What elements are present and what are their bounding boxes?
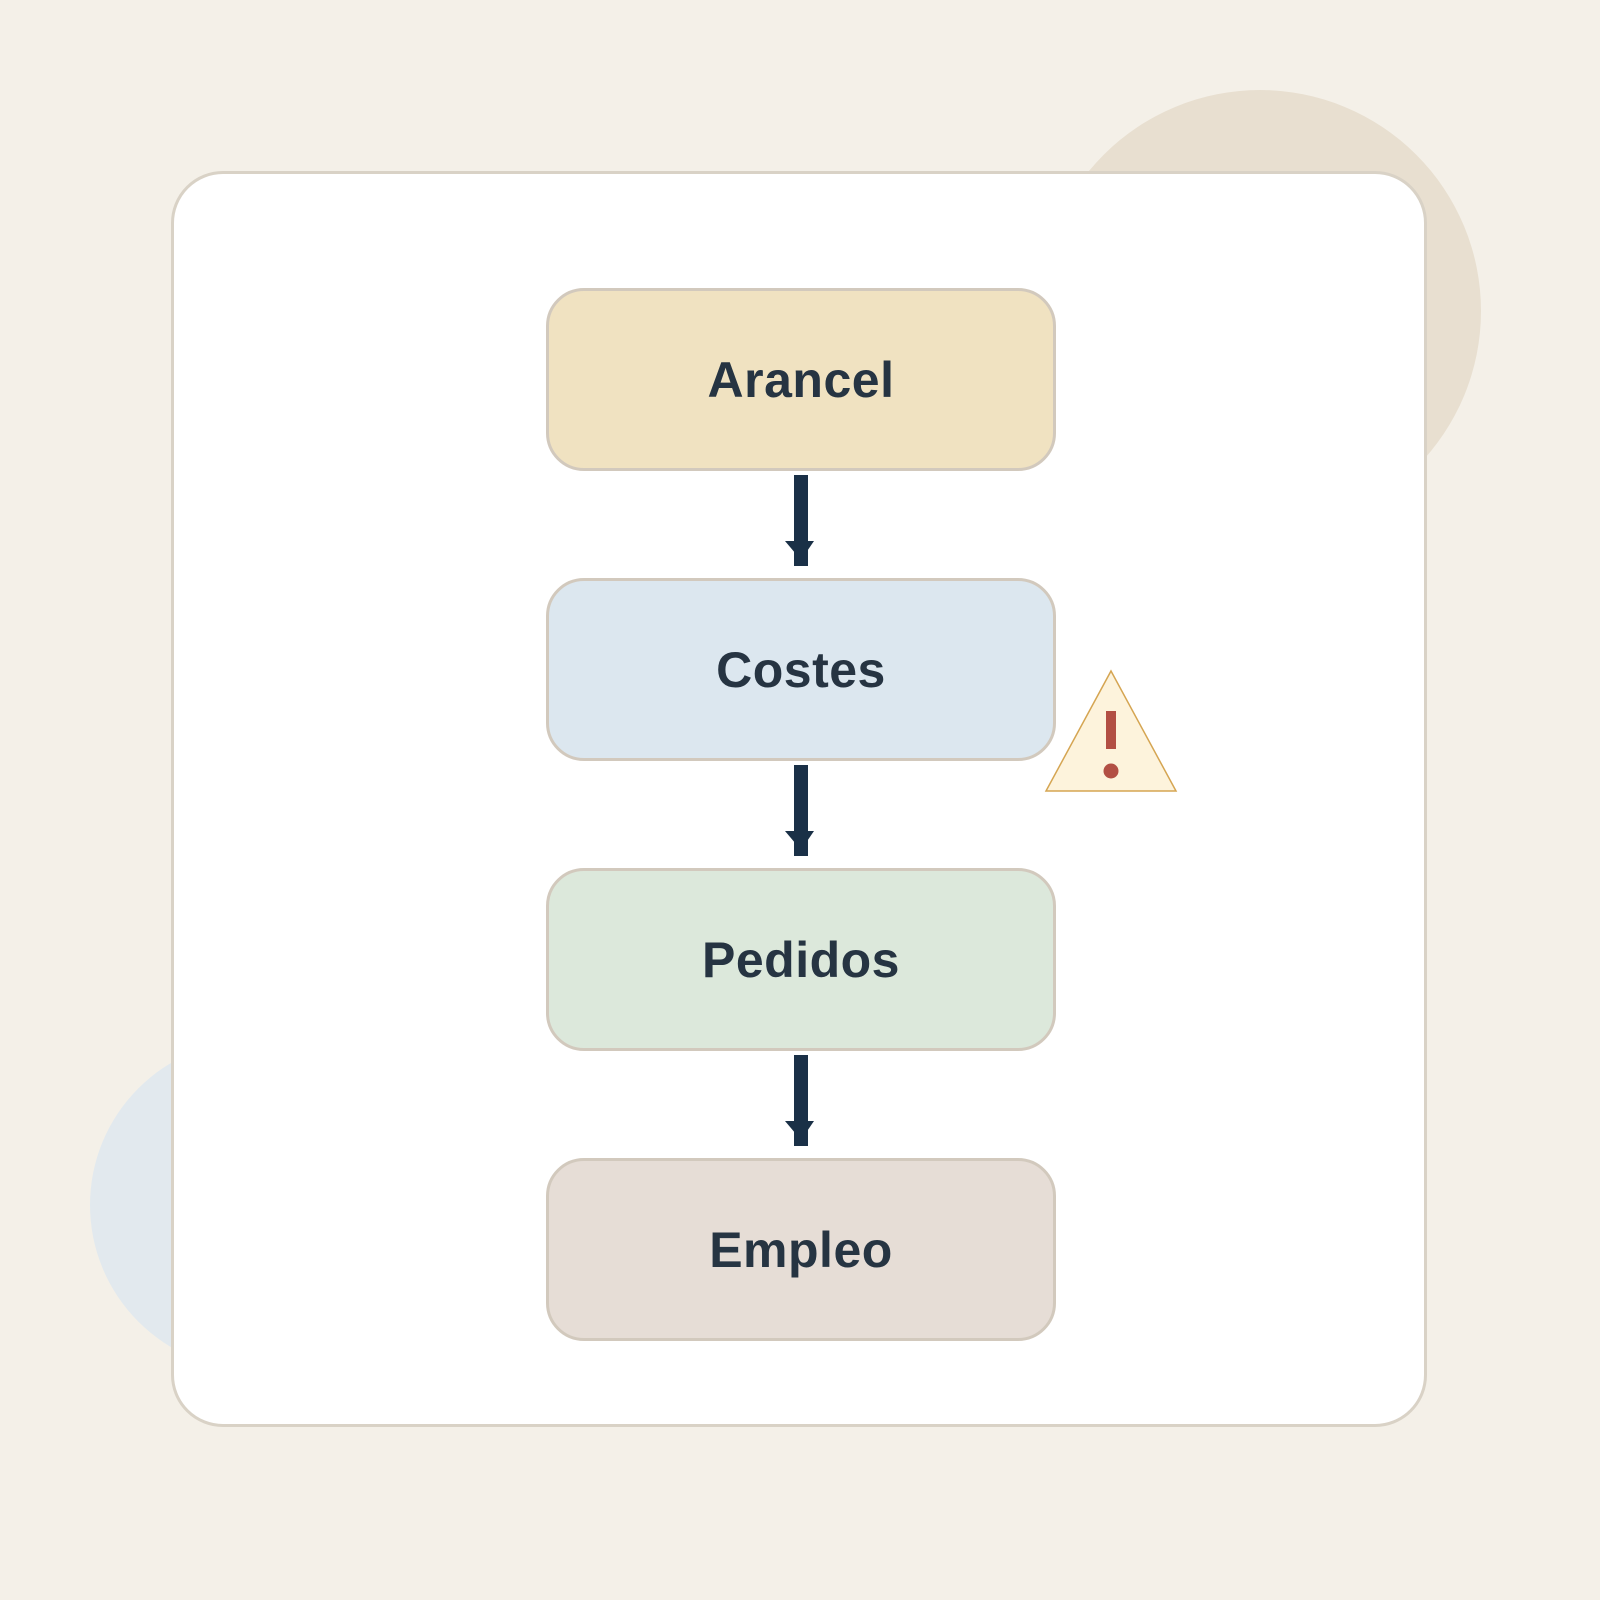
node-label-arancel: Arancel: [707, 351, 895, 408]
node-arancel[interactable]: Arancel: [546, 288, 1056, 471]
node-label-pedidos: Pedidos: [702, 931, 900, 988]
node-empleo[interactable]: Empleo: [546, 1158, 1056, 1341]
node-pedidos[interactable]: Pedidos: [546, 868, 1056, 1051]
node-label-costes: Costes: [716, 641, 886, 698]
node-costes[interactable]: Costes: [546, 578, 1056, 761]
node-label-empleo: Empleo: [709, 1221, 893, 1278]
